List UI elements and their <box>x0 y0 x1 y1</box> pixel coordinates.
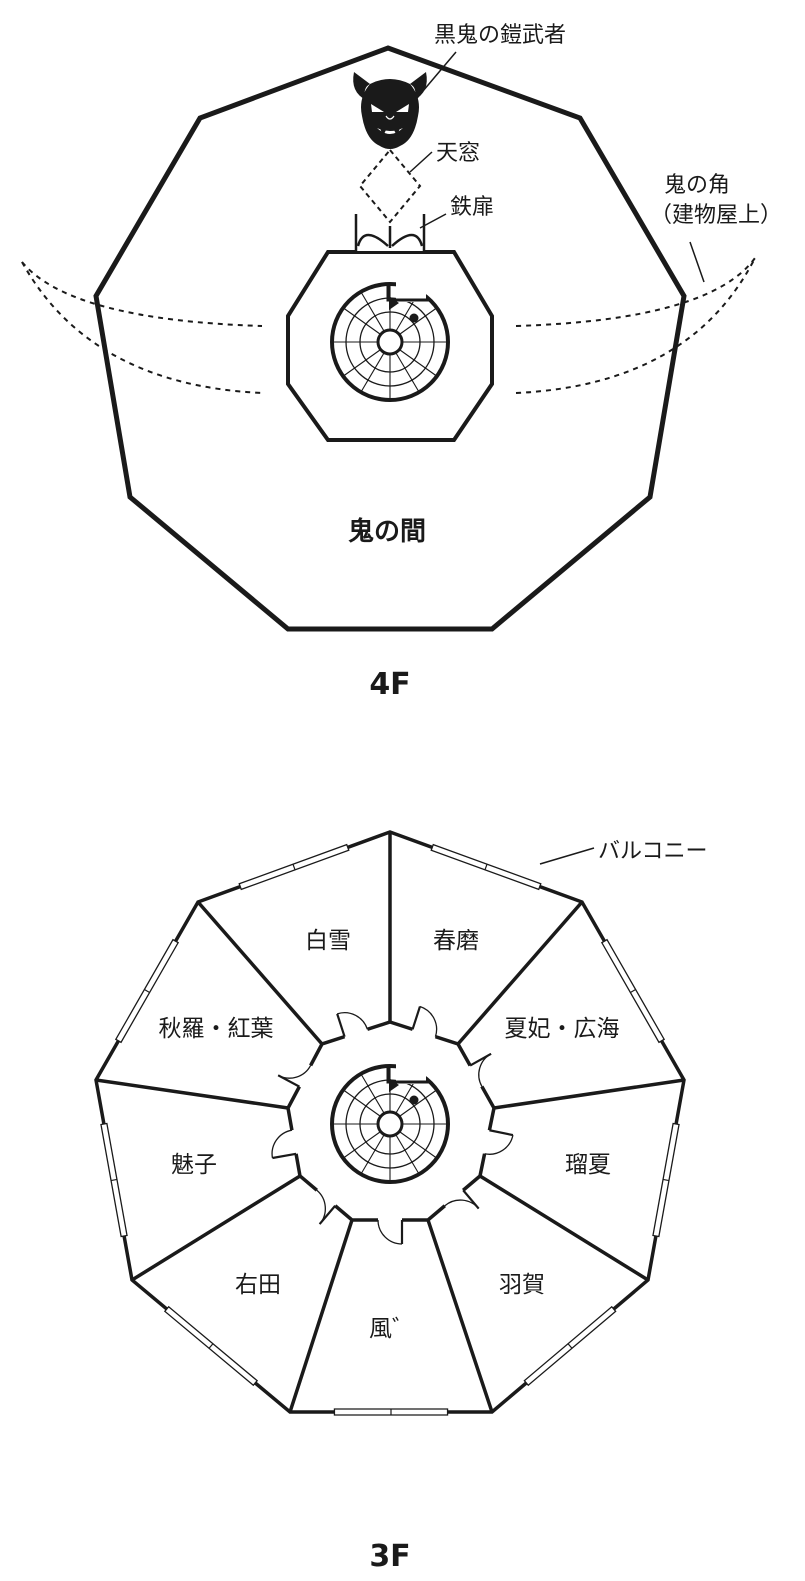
door-swing <box>478 1053 492 1087</box>
stair-opening <box>396 282 426 302</box>
room-label-kaze: 風゛ <box>369 1316 415 1342</box>
door-swing <box>377 1219 403 1245</box>
iron-door <box>354 214 426 252</box>
door-swing <box>271 1129 293 1159</box>
window-mullion <box>144 988 150 994</box>
balcony-leader <box>539 847 595 865</box>
stair-start-dot-3f <box>409 1095 419 1105</box>
room-label-miko: 魅子 <box>171 1152 217 1178</box>
door-opening <box>289 1129 299 1155</box>
door-swing <box>336 1012 369 1030</box>
room-label-ruka: 瑠夏 <box>565 1152 611 1178</box>
central-tower-wall <box>286 250 494 442</box>
callout-iron-door: 鉄扉 <box>450 195 494 220</box>
stair-start-dot <box>409 313 419 323</box>
stair-top-landing <box>386 284 430 302</box>
window-mullion <box>208 1343 214 1349</box>
door-leaf <box>411 1006 422 1030</box>
window-mullion <box>110 1178 118 1182</box>
callout-oni-horn: 鬼の角 <box>664 173 730 198</box>
oni-room-label: 鬼の間 <box>348 516 426 547</box>
floor-3-plan: バルコニー 白雪 春磨 夏妃・広海 瑠夏 羽賀 風゛ 右田 魅子 秋羅・紅葉 3… <box>94 830 708 1574</box>
room-doors <box>271 1005 514 1245</box>
stair-landing-3f <box>386 1066 430 1084</box>
door-swing <box>484 1134 514 1155</box>
door-opening <box>482 1129 492 1155</box>
window-mullion <box>630 988 636 994</box>
balcony-label: バルコニー <box>598 839 708 864</box>
door-opening <box>343 1026 369 1040</box>
window-mullion <box>292 863 296 871</box>
door-leaf <box>489 1129 514 1137</box>
callout-black-oni-armor: 黒鬼の鎧武者 <box>434 23 566 48</box>
skylight <box>358 148 422 224</box>
door-opening <box>411 1026 437 1040</box>
room-label-natsuki-hiromi: 夏妃・広海 <box>505 1016 620 1042</box>
callout-leaders-4f <box>409 51 705 283</box>
oni-mask-icon <box>353 72 427 149</box>
room-label-akira-momiji: 秋羅・紅葉 <box>159 1016 274 1042</box>
room-label-shirayuki: 白雪 <box>305 928 351 954</box>
window-mullion <box>567 1343 573 1349</box>
door-leaf <box>272 1152 297 1160</box>
floor-3-label: 3F <box>369 1539 410 1574</box>
window-mullion <box>484 863 488 871</box>
door-swing <box>419 1005 438 1037</box>
room-partitions <box>95 832 685 1413</box>
stair-opening-3f <box>396 1064 426 1084</box>
floor-4-label: 4F <box>369 667 410 702</box>
room-label-haga: 羽賀 <box>499 1272 545 1298</box>
stair-arrow-3f-icon <box>389 1078 399 1092</box>
stair-arrow-icon <box>389 296 399 310</box>
door-leaf <box>336 1013 346 1038</box>
outer-windows <box>100 843 680 1416</box>
room-label-haruma: 春磨 <box>433 928 479 954</box>
callout-oni-horn-rooftop: （建物屋上） <box>650 203 782 228</box>
room-label-migita: 右田 <box>235 1272 281 1298</box>
floor-4-plan: 黒鬼の鎧武者 天窓 鉄扉 鬼の角 （建物屋上） 鬼の間 4F <box>21 23 782 702</box>
door-swing <box>277 1065 312 1079</box>
door-swing <box>444 1199 480 1209</box>
door-swing <box>316 1189 326 1225</box>
window-mullion <box>662 1178 670 1182</box>
callout-skylight: 天窓 <box>436 141 480 166</box>
oni-horn-outline <box>21 257 756 394</box>
spiral-staircase <box>330 282 450 402</box>
oni-room-outer-wall <box>93 45 687 632</box>
